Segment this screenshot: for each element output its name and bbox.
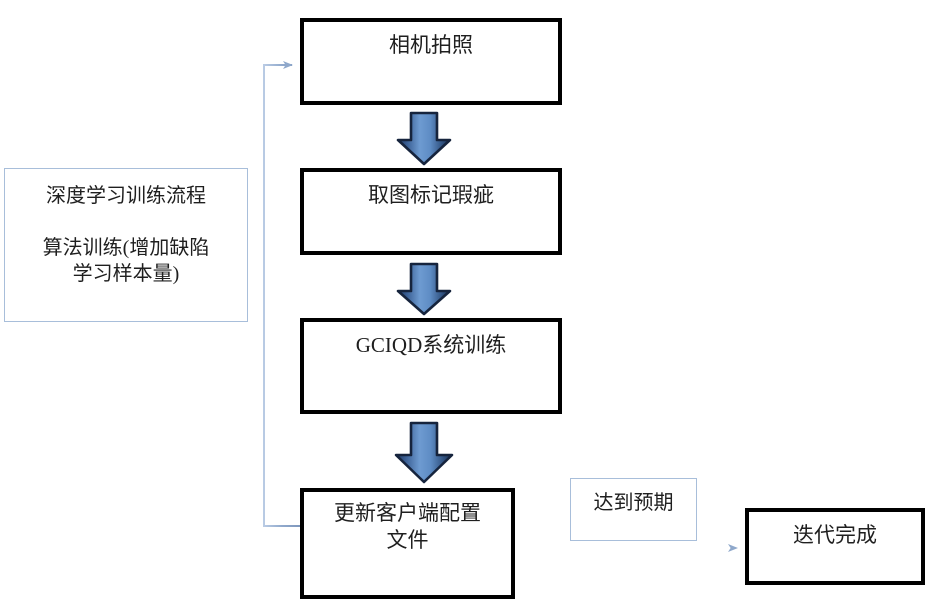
process-box-system-training-label: GCIQD系统训练	[355, 333, 507, 357]
process-box-mark-defect[interactable]: 取图标记瑕疵	[300, 168, 562, 255]
caption-box-expected: 达到预期	[570, 478, 697, 541]
process-box-system-training[interactable]: GCIQD系统训练	[300, 318, 562, 414]
caption-box-expected-label: 达到预期	[593, 492, 674, 514]
info-panel-training-process: 深度学习训练流程 算法训练(增加缺陷 学习样本量)	[4, 168, 248, 322]
arrow-camera-to-mark	[396, 111, 452, 166]
info-panel-line-2: 算法训练(增加缺陷 学习样本量)	[42, 237, 210, 285]
arrow-mark-to-train	[396, 262, 452, 316]
process-box-mark-defect-label: 取图标记瑕疵	[368, 183, 494, 207]
process-box-update-config-label: 更新客户端配置 文件	[334, 501, 481, 552]
process-box-iteration-complete[interactable]: 迭代完成	[745, 508, 925, 585]
process-box-update-config[interactable]: 更新客户端配置 文件	[300, 488, 515, 599]
process-box-camera-label: 相机拍照	[389, 33, 473, 57]
arrow-feedback-loop	[263, 61, 300, 527]
process-box-camera[interactable]: 相机拍照	[300, 18, 562, 105]
info-panel-line-1: 深度学习训练流程	[46, 185, 206, 207]
process-box-iteration-complete-label: 迭代完成	[793, 523, 877, 547]
arrow-train-to-update	[394, 421, 454, 484]
